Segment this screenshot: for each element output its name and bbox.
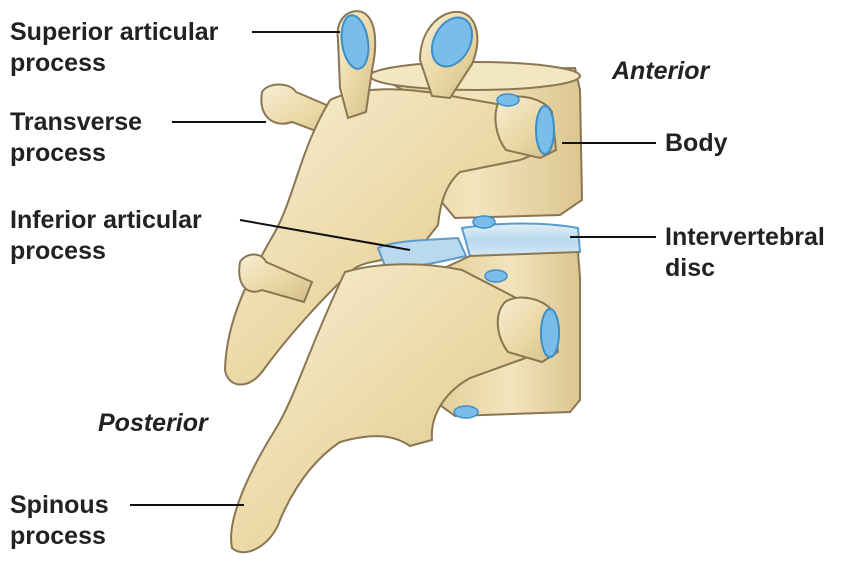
label-spinous-process: Spinous process	[10, 490, 109, 552]
lower-vertebra	[231, 252, 580, 552]
label-transverse-line2: process	[10, 138, 142, 169]
upper-body-small-facet	[497, 94, 519, 106]
label-posterior: Posterior	[98, 408, 208, 439]
label-intervertebral-disc: Intervertebral disc	[665, 222, 825, 284]
label-superior-articular-process: Superior articular process	[10, 17, 218, 79]
label-body-text: Body	[665, 128, 728, 159]
label-superior-line1: Superior articular	[10, 17, 218, 48]
label-intervertebral-line2: disc	[665, 253, 825, 284]
label-intervertebral-line1: Intervertebral	[665, 222, 825, 253]
label-inferior-line2: process	[10, 236, 202, 267]
label-anterior-text: Anterior	[612, 56, 709, 87]
lower-body-small-facet-top	[485, 270, 507, 282]
label-anterior: Anterior	[612, 56, 709, 87]
lower-body-small-facet-bottom	[454, 406, 478, 418]
lower-body-facet	[541, 309, 559, 357]
label-inferior-line1: Inferior articular	[10, 205, 202, 236]
label-posterior-text: Posterior	[98, 408, 208, 439]
upper-body-facet	[536, 106, 554, 154]
upper-body-top-surface	[370, 62, 580, 90]
label-body: Body	[665, 128, 728, 159]
label-spinous-line1: Spinous	[10, 490, 109, 521]
label-transverse-line1: Transverse	[10, 107, 142, 138]
label-transverse-process: Transverse process	[10, 107, 142, 169]
disc-small-facet	[473, 216, 495, 228]
label-superior-line2: process	[10, 48, 218, 79]
label-inferior-articular-process: Inferior articular process	[10, 205, 202, 267]
label-spinous-line2: process	[10, 521, 109, 552]
